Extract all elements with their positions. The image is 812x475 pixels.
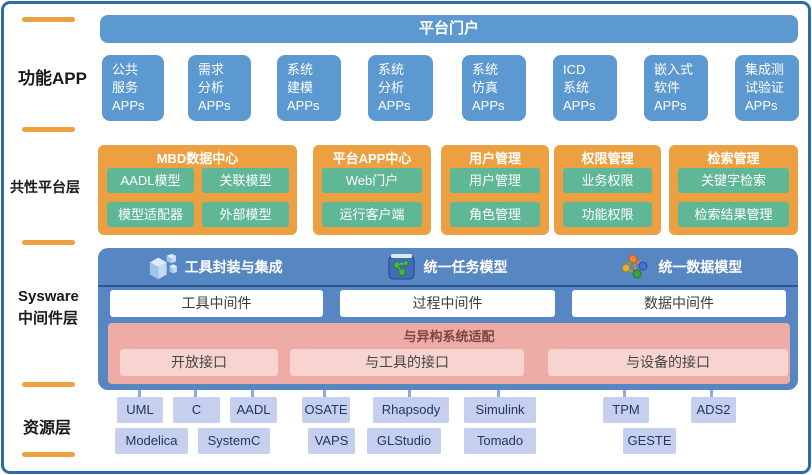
layer-label-middleware: Sysware 中间件层 — [18, 288, 79, 327]
module-role-management: 角色管理 — [450, 202, 540, 227]
resource-aadl: AADL — [230, 397, 277, 423]
group-title: MBD数据中心 — [156, 151, 239, 166]
module-user-management: 用户管理 — [450, 168, 540, 193]
module-aadl-model: AADL模型 — [107, 168, 194, 193]
rail-dash — [22, 127, 75, 132]
group-search-management: 检索管理 关键字检索 检索结果管理 — [669, 145, 798, 235]
app-box-embedded-sw: 嵌入式 软件 APPs — [644, 55, 708, 121]
app-box-public-service: 公共 服务 APPs — [102, 55, 164, 121]
connector-line — [138, 390, 141, 398]
data-model-icon — [622, 254, 648, 278]
process-middleware-box: 过程中间件 — [340, 290, 555, 317]
module-business-permission: 业务权限 — [563, 168, 652, 193]
group-title: 平台APP中心 — [332, 151, 412, 166]
rail-dash — [22, 240, 75, 245]
header-label: 统一数据模型 — [658, 258, 743, 275]
resource-ads2: ADS2 — [691, 397, 736, 423]
connector-line — [194, 390, 197, 398]
resource-glstudio: GLStudio — [367, 428, 441, 454]
group-platform-app-center: 平台APP中心 Web门户 运行客户端 — [313, 145, 431, 235]
middleware-panel: 工具封装与集成 统一任务模型 — [98, 248, 798, 390]
app-box-sys-simulation: 系统 仿真 APPs — [462, 55, 526, 121]
group-mbd-data-center: MBD数据中心 AADL模型 关联模型 模型适配器 外部模型 — [98, 145, 297, 235]
header-tool-integration: 工具封装与集成 — [98, 248, 331, 285]
header-label: 工具封装与集成 — [184, 258, 283, 275]
resource-modelica: Modelica — [115, 428, 188, 454]
rail-dash — [22, 382, 75, 387]
middleware-header-row: 工具封装与集成 统一任务模型 — [98, 248, 798, 287]
resource-systemc: SystemC — [198, 428, 270, 454]
connector-line — [323, 390, 326, 398]
task-model-icon — [388, 254, 415, 280]
connector-line — [408, 390, 411, 398]
cubes-icon — [149, 253, 177, 279]
module-web-portal: Web门户 — [322, 168, 422, 193]
layer-label-resource: 资源层 — [23, 420, 72, 437]
connector-line — [710, 390, 713, 398]
resource-geste: GESTE — [623, 428, 676, 454]
data-middleware-box: 数据中间件 — [572, 290, 786, 317]
module-model-adapter: 模型适配器 — [107, 202, 194, 227]
header-label: 统一任务模型 — [423, 258, 508, 275]
resource-c: C — [173, 397, 220, 423]
app-box-integration-test: 集成测 试验证 APPs — [735, 55, 799, 121]
module-external-model: 外部模型 — [202, 202, 289, 227]
app-box-sys-analysis: 系统 分析 APPs — [368, 55, 433, 121]
rail-dash — [22, 452, 75, 457]
group-user-management: 用户管理 用户管理 角色管理 — [441, 145, 549, 235]
module-search-result-management: 检索结果管理 — [678, 202, 789, 227]
group-title: 用户管理 — [468, 151, 521, 166]
adapter-title: 与异构系统适配 — [403, 329, 495, 344]
app-box-icd-system: ICD 系统 APPs — [553, 55, 617, 121]
resource-tpm: TPM — [603, 397, 649, 423]
connector-line — [497, 390, 500, 398]
module-runtime-client: 运行客户端 — [322, 202, 422, 227]
app-box-sys-modeling: 系统 建模 APPs — [277, 55, 341, 121]
header-unified-data-model: 统一数据模型 — [565, 248, 798, 285]
tool-interface-box: 与工具的接口 — [290, 349, 524, 376]
group-permission-management: 权限管理 业务权限 功能权限 — [554, 145, 661, 235]
resource-tomado: Tomado — [464, 428, 536, 454]
portal-bar: 平台门户 — [100, 15, 798, 43]
layer-label-app: 功能APP — [18, 69, 87, 88]
group-title: 检索管理 — [707, 151, 760, 166]
open-interface-box: 开放接口 — [120, 349, 278, 376]
module-function-permission: 功能权限 — [563, 202, 652, 227]
resource-vaps: VAPS — [308, 428, 355, 454]
rail-dash — [22, 17, 75, 22]
connector-line — [251, 390, 254, 398]
resource-simulink: Simulink — [464, 397, 536, 423]
group-title: 权限管理 — [581, 151, 634, 166]
header-unified-task-model: 统一任务模型 — [331, 248, 564, 285]
layer-label-platform: 共性平台层 — [10, 179, 80, 195]
module-related-model: 关联模型 — [202, 168, 289, 193]
resource-uml: UML — [117, 397, 163, 423]
resource-rhapsody: Rhapsody — [373, 397, 449, 423]
heterogeneous-adapter-strip: 与异构系统适配 开放接口 与工具的接口 与设备的接口 — [108, 323, 790, 384]
app-box-requirement: 需求 分析 APPs — [188, 55, 251, 121]
device-interface-box: 与设备的接口 — [548, 349, 788, 376]
connector-line — [623, 390, 626, 398]
resource-osate: OSATE — [302, 397, 350, 423]
module-keyword-search: 关键字检索 — [678, 168, 789, 193]
tool-middleware-box: 工具中间件 — [110, 290, 323, 317]
